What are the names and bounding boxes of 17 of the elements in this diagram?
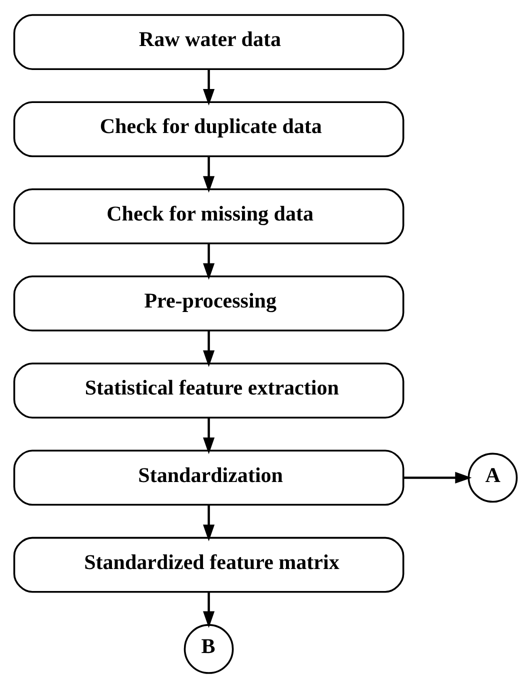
node-box: Raw water data — [13, 14, 404, 70]
arrow — [203, 156, 215, 192]
node-box: Statistical feature extraction — [13, 362, 404, 418]
arrow — [203, 592, 215, 628]
node-circle: A — [468, 452, 518, 502]
arrow — [203, 330, 215, 366]
arrow — [203, 243, 215, 280]
arrow — [203, 68, 215, 106]
arrow — [403, 471, 472, 483]
node-box: Standardization — [13, 449, 404, 506]
node-box: Standardized feature matrix — [13, 536, 404, 592]
arrow — [203, 417, 215, 454]
node-box: Check for missing data — [13, 188, 404, 244]
node-box: Check for duplicate data — [13, 100, 404, 157]
node-box: Pre-processing — [13, 275, 404, 331]
node-circle: B — [184, 624, 234, 674]
arrow — [203, 504, 215, 541]
